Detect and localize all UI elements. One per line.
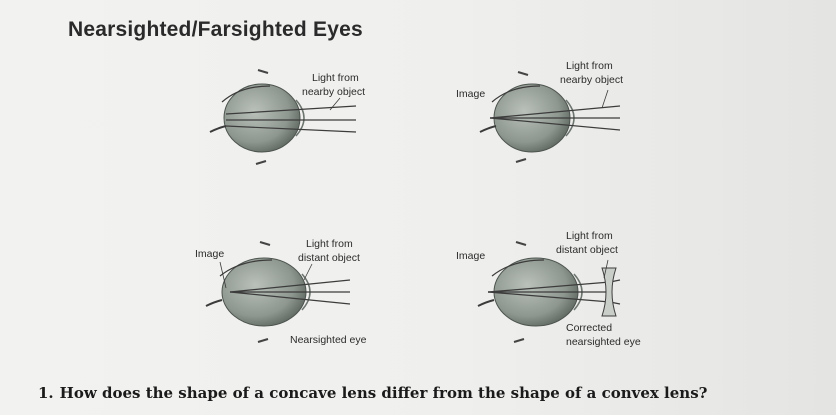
eye-caption: Corrected bbox=[566, 322, 613, 334]
page-title: Nearsighted/Farsighted Eyes bbox=[68, 18, 363, 41]
light-source-label: Light from bbox=[306, 238, 353, 250]
light-ray bbox=[487, 291, 611, 303]
optic-nerve bbox=[205, 299, 223, 307]
light-source-label: Light from bbox=[566, 60, 613, 72]
eye-diagram bbox=[479, 71, 621, 163]
pointer-line bbox=[303, 263, 313, 281]
pointer-line bbox=[603, 259, 609, 279]
diagram-panel-nearby-right bbox=[470, 62, 670, 172]
light-source-label: Light from bbox=[312, 72, 359, 84]
cornea bbox=[295, 99, 305, 137]
light-source-label: Light from bbox=[566, 230, 613, 242]
light-source-label: nearby object bbox=[560, 74, 624, 86]
diagram-panel-nearsighted bbox=[200, 236, 400, 346]
optic-nerve bbox=[477, 299, 495, 307]
optic-nerve bbox=[209, 125, 227, 133]
dash-marker bbox=[515, 158, 527, 163]
dash-marker bbox=[515, 241, 527, 246]
dash-marker bbox=[257, 69, 269, 74]
dash-marker bbox=[257, 338, 269, 343]
pointer-line bbox=[219, 261, 227, 289]
diagram-panel-nearby-left bbox=[200, 62, 400, 172]
question: 1. How does the shape of a concave lens d… bbox=[38, 384, 707, 402]
eye-diagram bbox=[477, 241, 621, 343]
dash-marker bbox=[513, 338, 525, 343]
light-ray bbox=[489, 105, 621, 119]
question-number: 1. bbox=[38, 384, 54, 402]
eye-diagram bbox=[205, 241, 351, 343]
light-source-label: distant object bbox=[298, 252, 360, 264]
eyelid-top bbox=[491, 85, 541, 103]
light-source-label: distant object bbox=[556, 244, 618, 256]
eyelid-top bbox=[221, 85, 271, 103]
concave-lens bbox=[601, 267, 617, 317]
eye-caption: Nearsighted eye bbox=[290, 334, 367, 346]
dash-marker bbox=[259, 241, 271, 246]
light-ray bbox=[229, 291, 351, 305]
eye-caption: nearsighted eye bbox=[566, 336, 641, 348]
light-ray bbox=[487, 281, 611, 293]
light-ray bbox=[229, 279, 351, 293]
image-label: Image bbox=[456, 88, 486, 100]
light-ray bbox=[225, 125, 357, 133]
light-ray bbox=[225, 105, 357, 115]
eye-diagram bbox=[209, 69, 357, 165]
eyeball bbox=[223, 83, 301, 153]
light-ray bbox=[489, 117, 621, 131]
eyelid-top bbox=[219, 259, 273, 277]
question-text: How does the shape of a concave lens dif… bbox=[59, 384, 708, 402]
diagram-panel-corrected bbox=[470, 236, 670, 346]
light-source-label: nearby object bbox=[302, 86, 366, 98]
dash-marker bbox=[517, 71, 529, 76]
pointer-line bbox=[601, 89, 609, 109]
image-label: Image bbox=[456, 250, 486, 262]
eyelid-top bbox=[491, 259, 545, 277]
image-label: Image bbox=[195, 248, 225, 260]
dash-marker bbox=[255, 160, 267, 165]
pointer-line bbox=[329, 97, 341, 111]
optic-nerve bbox=[479, 125, 497, 133]
